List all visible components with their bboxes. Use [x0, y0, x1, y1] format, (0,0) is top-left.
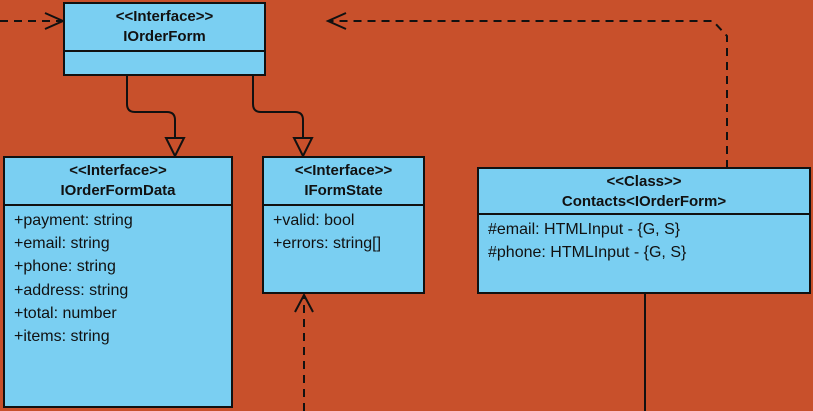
class-box-iorderformdata[interactable]: <<Interface>> IOrderFormData +payment: s… [3, 156, 233, 408]
class-header: <<Interface>> IOrderForm [65, 4, 264, 52]
attribute-item: +payment: string [14, 212, 133, 229]
stereotype-label: <<Class>> [606, 173, 682, 190]
class-name: Contacts<IOrderForm> [561, 193, 727, 210]
class-name: IOrderFormData [60, 182, 176, 199]
attribute-compartment: +payment: string +email: string +phone: … [5, 206, 231, 348]
attribute-item: +total: number [14, 304, 117, 322]
attribute-compartment: #email: HTMLInput - {G, S} #phone: HTMLI… [479, 215, 809, 264]
attribute-item: +phone: string [14, 258, 116, 276]
attribute-compartment [65, 52, 264, 55]
attribute-compartment: +valid: bool +errors: string[] [264, 206, 423, 255]
attribute-item: +errors: string[] [273, 235, 382, 253]
class-box-iorderform[interactable]: <<Interface>> IOrderForm [63, 2, 266, 76]
class-header: <<Class>> Contacts<IOrderForm> [479, 169, 809, 215]
stereotype-label: <<Interface>> [69, 162, 167, 179]
attribute-item: +valid: bool [273, 212, 355, 229]
realization-arrow-contacts-to-iorderform [325, 12, 728, 168]
stereotype-label: <<Interface>> [115, 8, 214, 25]
attribute-item: #phone: HTMLInput - {G, S} [488, 244, 687, 262]
realization-arrow-left-into-iorderform [0, 12, 66, 30]
generalization-iorderformdata-to-iorderform [126, 75, 186, 159]
attribute-item: +email: string [14, 235, 110, 253]
attribute-item: +items: string [14, 328, 110, 346]
class-name: IOrderForm [123, 28, 206, 45]
class-box-contacts[interactable]: <<Class>> Contacts<IOrderForm> #email: H… [477, 167, 811, 294]
dependency-arrow-into-iformstate [294, 292, 314, 411]
class-name: IFormState [304, 182, 383, 199]
attribute-item: #email: HTMLInput - {G, S} [488, 221, 681, 238]
generalization-iformstate-to-iorderform [252, 75, 314, 159]
class-header: <<Interface>> IOrderFormData [5, 158, 231, 206]
class-header: <<Interface>> IFormState [264, 158, 423, 206]
class-box-iformstate[interactable]: <<Interface>> IFormState +valid: bool +e… [262, 156, 425, 294]
attribute-item: +address: string [14, 281, 129, 299]
stereotype-label: <<Interface>> [294, 162, 393, 179]
